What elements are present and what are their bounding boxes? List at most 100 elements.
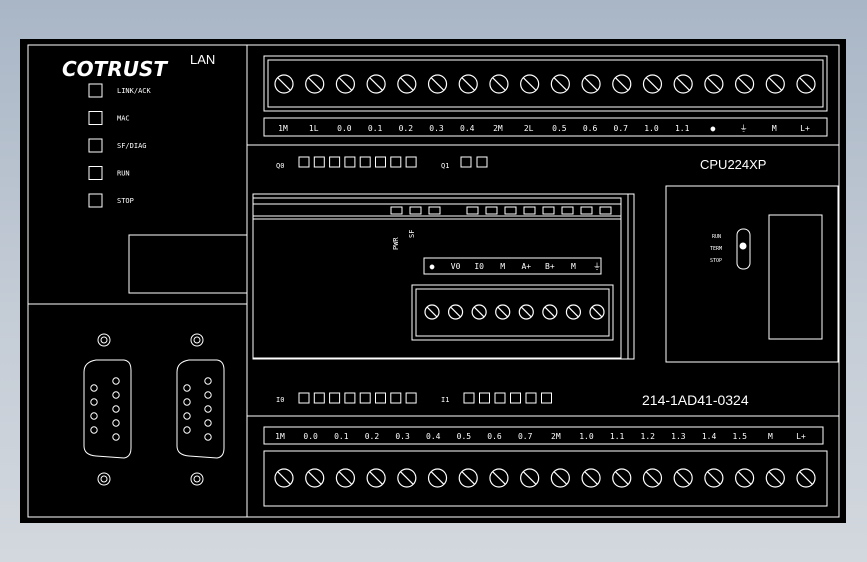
io-led (541, 392, 552, 404)
io-led (375, 392, 386, 404)
analog-screw[interactable] (589, 304, 605, 320)
analog-terminal-block (411, 284, 614, 341)
terminal-label: 0.6 (487, 432, 502, 441)
memory-card-slot[interactable] (768, 214, 823, 340)
top-terminal-block (263, 55, 828, 112)
terminal-screw[interactable] (550, 74, 570, 94)
terminal-label: 0.7 (518, 432, 533, 441)
io-led (485, 206, 498, 215)
terminal-label: 1L (309, 124, 319, 133)
io-led (510, 392, 521, 404)
terminal-screw[interactable] (581, 468, 601, 488)
terminal-screw[interactable] (520, 468, 540, 488)
io-led (428, 206, 441, 215)
terminal-screw[interactable] (489, 74, 509, 94)
status-led (88, 111, 103, 125)
terminal-screw[interactable] (366, 74, 386, 94)
q1-led-row (460, 156, 488, 168)
terminal-screw[interactable] (427, 468, 448, 488)
io-led (359, 392, 371, 404)
analog-screw[interactable] (542, 304, 558, 320)
io-led (298, 392, 310, 404)
cover-led-row (390, 206, 612, 215)
terminal-screw[interactable] (796, 468, 816, 488)
terminal-screw[interactable] (335, 468, 356, 488)
terminal-screw[interactable] (734, 468, 755, 488)
terminal-screw[interactable] (796, 74, 816, 94)
bottom-terminal-label-strip (263, 426, 824, 445)
terminal-screw[interactable] (305, 468, 325, 488)
terminal-screw[interactable] (581, 74, 601, 94)
terminal-label: 0.0 (337, 124, 352, 133)
analog-terminal-screws (424, 304, 605, 320)
terminal-screw[interactable] (673, 468, 693, 488)
terminal-label: 1.5 (732, 432, 747, 441)
brand-logo: COTRUST (62, 57, 168, 81)
bottom-terminal-screws (274, 468, 816, 488)
terminal-label: L+ (796, 432, 806, 441)
terminal-label: 1.1 (610, 432, 625, 441)
switch-stop-label: STOP (710, 258, 722, 264)
io-led (344, 392, 356, 404)
terminal-screw[interactable] (734, 74, 755, 94)
analog-screw[interactable] (518, 304, 534, 320)
io-led (504, 206, 517, 215)
analog-screw[interactable] (424, 304, 440, 320)
terminal-screw[interactable] (335, 74, 356, 94)
io-led (523, 206, 536, 215)
io-led (494, 392, 506, 404)
terminal-label: M (500, 262, 505, 271)
io-led (344, 156, 356, 168)
terminal-screw[interactable] (489, 468, 509, 488)
terminal-screw[interactable] (704, 468, 724, 488)
terminal-screw[interactable] (397, 468, 417, 488)
terminal-label: 0.7 (614, 124, 629, 133)
serial-port-1[interactable] (83, 333, 132, 486)
terminal-screw[interactable] (458, 74, 478, 94)
terminal-screw[interactable] (612, 468, 632, 488)
terminal-label: 0.4 (460, 124, 475, 133)
analog-screw[interactable] (471, 304, 487, 320)
io-led (463, 392, 475, 404)
terminal-label: M (768, 432, 773, 441)
terminal-label: M (772, 124, 777, 133)
io-led (390, 392, 402, 404)
terminal-screw[interactable] (520, 74, 540, 94)
lan-port-window (128, 234, 248, 294)
terminal-screw[interactable] (673, 74, 693, 94)
io-led (476, 156, 488, 168)
i1-led-row (463, 392, 552, 404)
status-led (88, 83, 103, 98)
io-led (542, 206, 555, 215)
serial-port-2[interactable] (176, 333, 225, 486)
terminal-screw[interactable] (765, 74, 785, 94)
analog-label-strip (423, 257, 602, 275)
terminal-screw[interactable] (397, 74, 417, 94)
terminal-label: 2L (524, 124, 534, 133)
terminal-label: 0.5 (552, 124, 567, 133)
terminal-label: 1M (278, 124, 288, 133)
terminal-screw[interactable] (704, 74, 724, 94)
terminal-screw[interactable] (366, 468, 386, 488)
i0-label: I0 (276, 396, 284, 404)
terminal-screw[interactable] (642, 74, 663, 94)
mode-switch-knob[interactable] (739, 242, 747, 250)
mode-switch[interactable] (736, 228, 751, 270)
terminal-screw[interactable] (550, 468, 570, 488)
terminal-screw[interactable] (274, 468, 294, 488)
terminal-screw[interactable] (612, 74, 632, 94)
q1-label: Q1 (441, 162, 449, 170)
terminal-screw[interactable] (274, 74, 294, 94)
terminal-label: 0.2 (365, 432, 380, 441)
terminal-screw[interactable] (427, 74, 448, 94)
analog-screw[interactable] (565, 304, 582, 320)
analog-screw[interactable] (447, 304, 464, 320)
analog-screw[interactable] (495, 304, 511, 320)
terminal-screw[interactable] (765, 468, 785, 488)
status-led (88, 193, 103, 208)
terminal-screw[interactable] (305, 74, 325, 94)
terminal-screw[interactable] (642, 468, 663, 488)
terminal-screw[interactable] (458, 468, 478, 488)
